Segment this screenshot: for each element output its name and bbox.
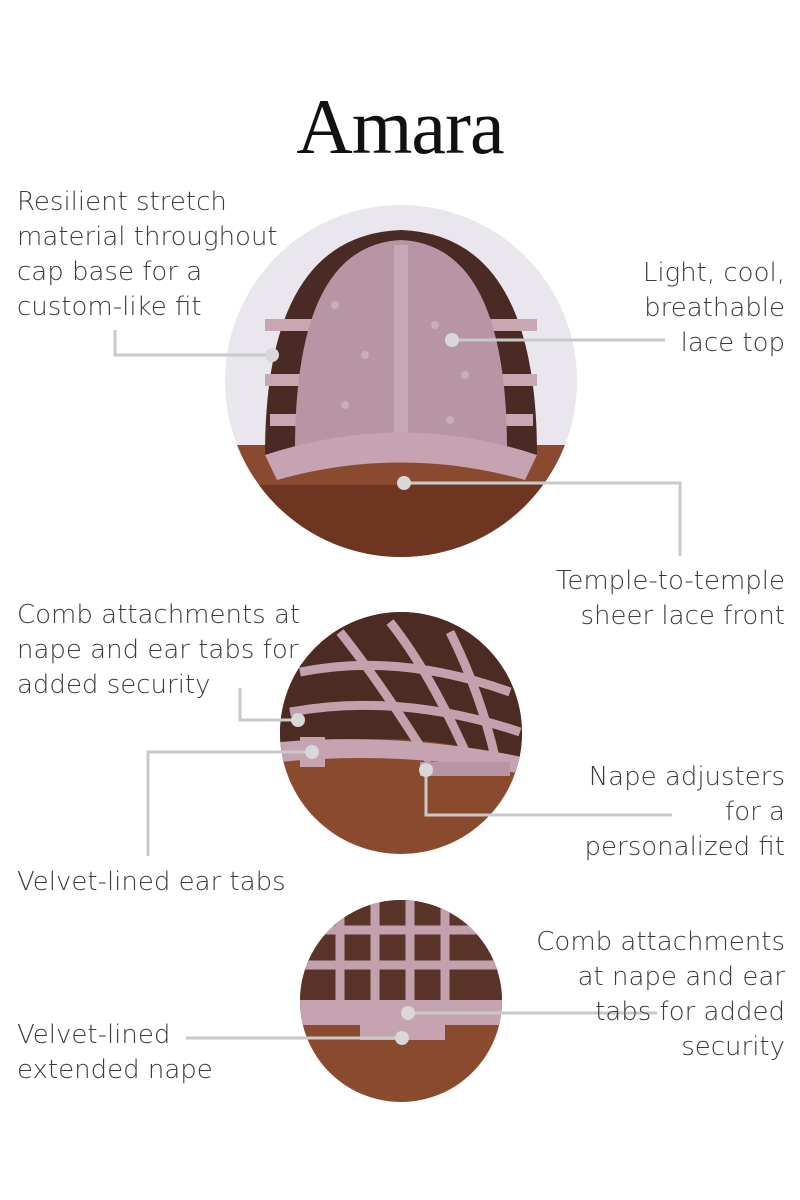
callout-comb-attachments-1: Comb attachments at nape and ear tabs fo…	[17, 600, 301, 700]
cap-top-view-image	[225, 205, 577, 557]
callout-nape-adjusters: Nape adjusters for a personalized fit	[584, 762, 785, 862]
product-title: Amara	[296, 83, 504, 170]
callout-lace-front: Temple-to-temple sheer lace front	[555, 566, 785, 631]
callout-comb-attachments-2: Comb attachments at nape and ear tabs fo…	[536, 927, 785, 1062]
callout-ear-tabs: Velvet-lined ear tabs	[17, 867, 286, 897]
callout-stretch-material: Resilient stretch material throughout ca…	[17, 187, 278, 322]
cap-nape-view-image	[300, 900, 502, 1102]
callout-extended-nape: Velvet-lined extended nape	[17, 1020, 213, 1085]
callout-lace-top: Light, cool, breathable lace top	[642, 258, 785, 358]
